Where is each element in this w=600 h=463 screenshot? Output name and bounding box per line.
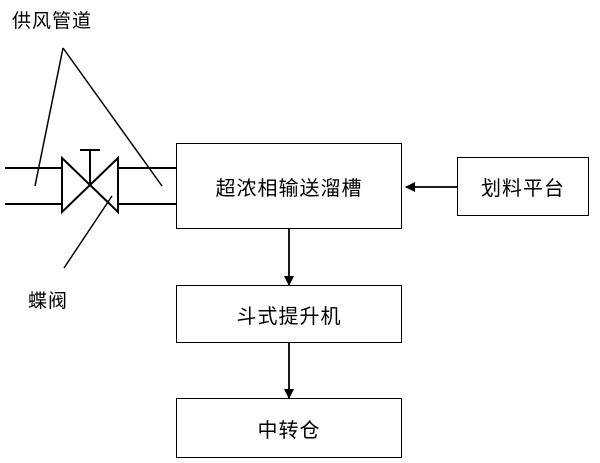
chute-box: 超浓相输送溜槽 <box>176 143 402 229</box>
butterfly-valve-symbol <box>61 149 119 215</box>
elevator-box: 斗式提升机 <box>176 285 402 343</box>
platform-box: 划料平台 <box>457 157 589 216</box>
platform-label: 划料平台 <box>481 176 565 200</box>
transfer-bin-label: 中转仓 <box>257 417 321 442</box>
supply-pipe <box>5 167 176 205</box>
chute-label: 超浓相输送溜槽 <box>215 175 363 200</box>
supply-pipe-leader <box>34 47 163 187</box>
butterfly-valve-label: 蝶阀 <box>28 290 69 312</box>
transfer-bin-box: 中转仓 <box>176 398 402 458</box>
butterfly-valve-leader <box>63 195 113 269</box>
elevator-label: 斗式提升机 <box>236 303 342 328</box>
supply-pipe-label: 供风管道 <box>12 10 93 32</box>
